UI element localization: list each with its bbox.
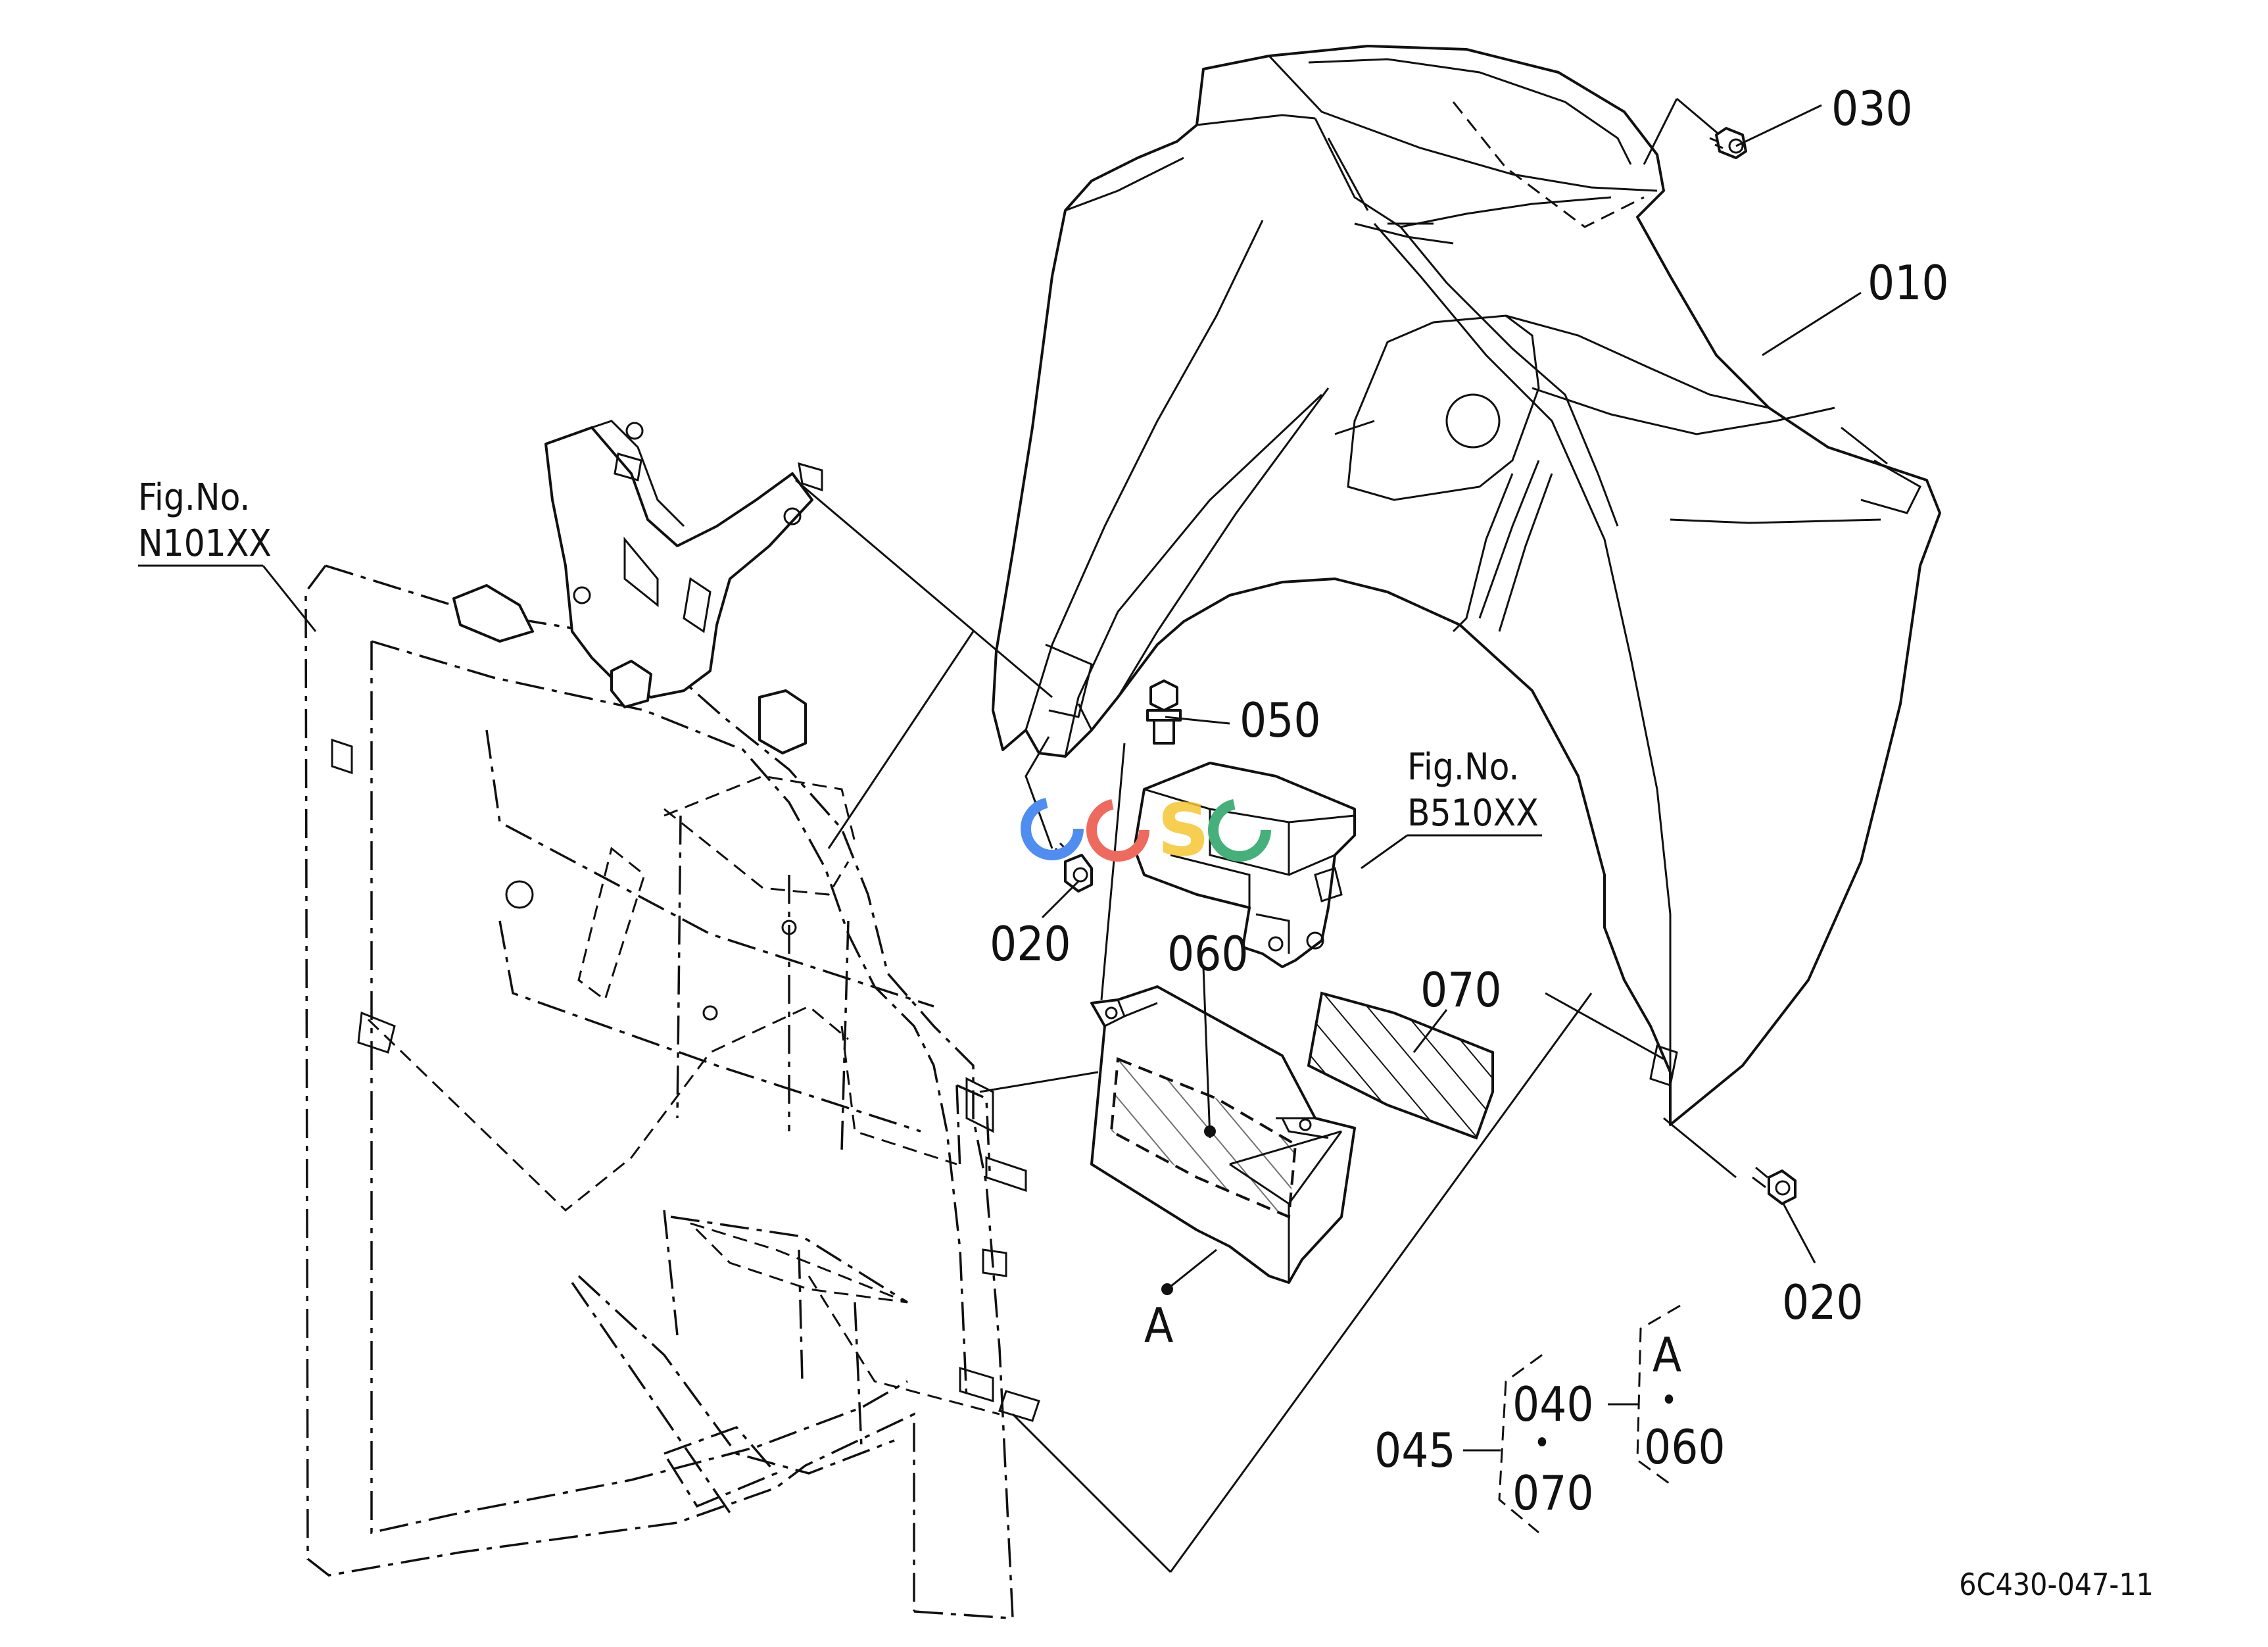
- callout-070-main: 070: [1420, 962, 1502, 1018]
- callout-leaders: [138, 104, 1862, 1295]
- kit-a: A: [1653, 1327, 1681, 1383]
- watermark-g: [1086, 799, 1149, 862]
- kit-dot-right: •: [1660, 1382, 1677, 1419]
- watermark-c1: [1021, 797, 1084, 860]
- screw-020-right-icon: [1752, 1166, 1797, 1205]
- labels: 030 010 050 020 060 070 A 020 Fig.No. N1…: [138, 81, 2154, 1602]
- fig-ref-left-caption: Fig.No.: [138, 476, 250, 519]
- kit-bracket: [1463, 1304, 1681, 1534]
- document-id: 6C430-047-11: [1959, 1567, 2154, 1602]
- kit-dot-left: •: [1533, 1425, 1550, 1462]
- kit-070: 070: [1512, 1465, 1594, 1521]
- kit-060: 060: [1644, 1419, 1725, 1475]
- callout-020-right: 020: [1782, 1275, 1864, 1330]
- callout-050: 050: [1240, 693, 1321, 748]
- callout-010: 010: [1868, 255, 1949, 310]
- sheet-070-part: [1307, 991, 1494, 1140]
- callout-a-main: A: [1144, 1298, 1173, 1353]
- watermark-c2: [1208, 799, 1271, 862]
- b510xx-component: [1133, 762, 1356, 968]
- fig-ref-right-number: B510XX: [1407, 792, 1539, 835]
- screw-030-icon: [1709, 127, 1747, 159]
- bolt-050-icon: [1146, 679, 1182, 745]
- screw-020-left-icon: [1054, 842, 1093, 893]
- callout-060-main: 060: [1167, 926, 1249, 981]
- fig-ref-left-number: N101XX: [138, 522, 272, 565]
- watermark: S: [1021, 788, 1271, 872]
- front-cover-part: [992, 45, 1941, 1126]
- callout-020-left: 020: [990, 916, 1071, 971]
- assembly-lines: [795, 97, 1737, 1573]
- callout-a-dot: [1161, 1283, 1173, 1295]
- callout-060-dot: [1204, 1125, 1216, 1137]
- fig-ref-right-caption: Fig.No.: [1407, 746, 1519, 789]
- kit-040: 040: [1512, 1377, 1594, 1432]
- callout-030: 030: [1831, 81, 1913, 136]
- bracket-060-part: [1090, 985, 1356, 1284]
- kit-045: 045: [1374, 1423, 1456, 1478]
- watermark-s: S: [1157, 788, 1209, 872]
- frame-assembly: [304, 420, 1040, 1619]
